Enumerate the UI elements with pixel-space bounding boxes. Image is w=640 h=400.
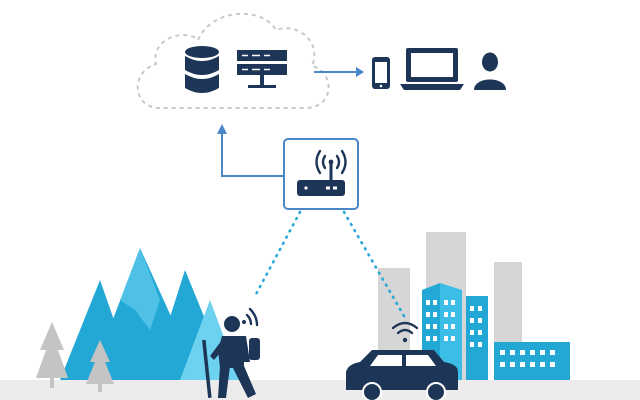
smartphone-icon bbox=[372, 57, 390, 89]
car-icon bbox=[346, 350, 458, 400]
city-buildings-icon bbox=[378, 232, 570, 380]
arrow-to-devices bbox=[314, 67, 364, 77]
arrow-to-cloud bbox=[217, 124, 284, 177]
cloud-outline bbox=[136, 12, 330, 109]
wifi-gateway-icon bbox=[283, 138, 359, 210]
hiker-icon bbox=[202, 316, 260, 398]
mountains-icon bbox=[60, 248, 240, 380]
pine-tree-icon bbox=[36, 322, 114, 392]
wifi-signal-icon bbox=[391, 321, 419, 343]
wifi-signal-icon bbox=[242, 307, 259, 327]
ground bbox=[0, 380, 640, 400]
database-icon bbox=[185, 46, 219, 93]
server-icon bbox=[237, 50, 287, 88]
laptop-icon bbox=[400, 48, 464, 90]
user-icon bbox=[474, 52, 506, 90]
wireless-links bbox=[252, 210, 406, 318]
